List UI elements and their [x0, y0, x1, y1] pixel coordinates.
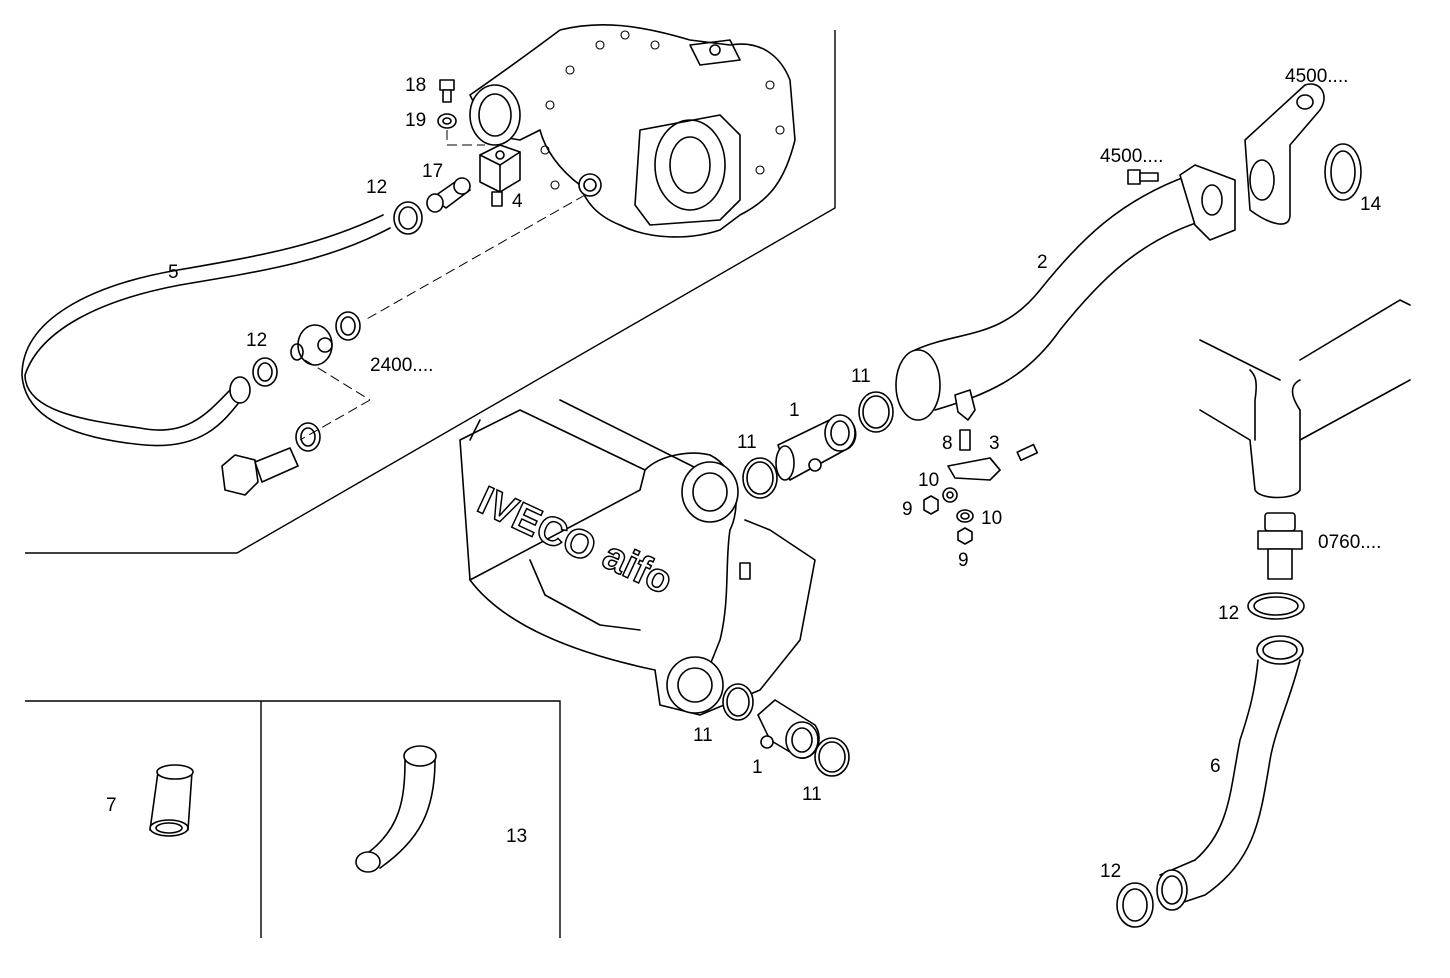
bolt-4500: [1127, 169, 1159, 185]
washer-10-b: [956, 509, 974, 523]
iveco-logo-text: IVECO: [471, 478, 602, 570]
washer-2400: [335, 311, 361, 341]
aifo-logo-text: aifo: [596, 533, 679, 603]
fitting-block-4: [479, 144, 521, 207]
seal-ring-14: [1324, 143, 1362, 201]
o-ring-11-a: [858, 391, 894, 433]
label-2400: 2400....: [370, 355, 433, 376]
label-2: 2: [1037, 252, 1048, 273]
label-10-b: 10: [981, 508, 1002, 529]
label-11-c: 11: [693, 725, 713, 746]
nut-9-b: [957, 527, 973, 545]
label-3: 3: [989, 433, 1000, 454]
fitting-0760: [1257, 512, 1303, 580]
label-4500-gasket: 4500....: [1285, 66, 1348, 87]
label-9-a: 9: [902, 499, 913, 520]
washer-19: [437, 113, 457, 129]
hose-13: [355, 745, 437, 873]
label-10-a: 10: [918, 470, 939, 491]
gasket-4500: [1244, 83, 1325, 225]
label-17: 17: [422, 161, 443, 182]
hose-clamp-12-top: [393, 201, 423, 235]
stud-bolt: [1016, 443, 1039, 462]
turbocharger-housing: [469, 24, 796, 238]
nut-9-a: [923, 495, 939, 515]
label-5: 5: [168, 262, 179, 283]
label-12-bottom: 12: [1100, 861, 1121, 882]
washer-10-a: [942, 487, 958, 503]
label-11-d: 11: [802, 784, 822, 805]
label-4500-bolt: 4500....: [1100, 146, 1163, 167]
hose-6: [1156, 635, 1304, 911]
intercooler-tank: [1199, 299, 1411, 499]
label-1-upper: 1: [789, 400, 800, 421]
label-13: 13: [506, 826, 527, 847]
banjo-fitting: [290, 324, 333, 366]
bolt-18: [439, 79, 455, 103]
label-9-b: 9: [958, 550, 969, 571]
sleeve-8: [959, 429, 971, 451]
lower-left-inset-frame: [25, 700, 561, 938]
banjo-bolt: [221, 422, 321, 496]
hose-clamp-12-mid: [252, 357, 278, 387]
engine-block: IVECO aifo: [459, 399, 816, 716]
label-1-lower: 1: [752, 757, 763, 778]
label-12-mid: 12: [246, 330, 267, 351]
hose-5: [21, 214, 391, 447]
label-11-b: 11: [737, 432, 757, 453]
bracket-3: [947, 457, 1001, 481]
label-7: 7: [106, 795, 117, 816]
pipe-2: [895, 164, 1236, 421]
hose-clamp-12-right: [1247, 592, 1305, 620]
connector-17: [426, 177, 471, 213]
label-19: 19: [405, 110, 426, 131]
tube-1-lower: [757, 699, 820, 759]
upper-left-panel-frame: [25, 30, 836, 554]
callout-labels: 18 19 17 4 12 5 12 2400.... 4500.... 450…: [106, 66, 1382, 882]
o-ring-11-b: [742, 457, 778, 499]
label-11-a: 11: [851, 366, 871, 387]
o-ring-11-d: [814, 737, 850, 777]
label-4: 4: [512, 191, 523, 212]
label-6: 6: [1210, 756, 1221, 777]
label-14: 14: [1360, 194, 1382, 215]
hose-7: [149, 764, 194, 837]
label-12-right: 12: [1218, 603, 1239, 624]
o-ring-11-c: [722, 683, 754, 721]
leader-dashed-lines-top: [299, 130, 586, 441]
tube-1-upper: [775, 414, 857, 481]
label-18: 18: [405, 75, 426, 96]
label-8: 8: [942, 433, 953, 454]
label-0760: 0760....: [1318, 532, 1381, 553]
hose-clamp-12-bottom: [1116, 882, 1154, 928]
label-12-top: 12: [366, 177, 387, 198]
